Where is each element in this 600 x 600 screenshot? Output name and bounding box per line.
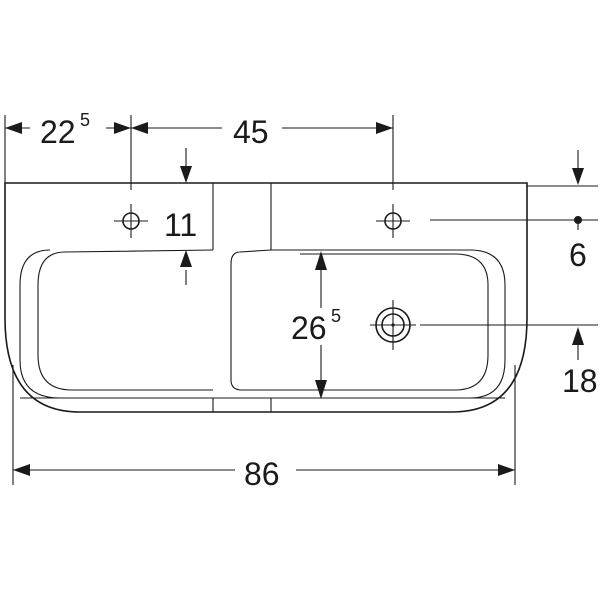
basin-inner-rim <box>19 249 506 399</box>
dim-hole-offset-value: 6 <box>569 237 587 273</box>
bowl-right <box>230 249 489 391</box>
bowl-left <box>37 249 214 391</box>
dim-bowl-depth-value: 26 <box>291 310 327 346</box>
dimension-bowl-depth: 26 5 <box>291 251 341 399</box>
dim-left-offset-value: 22 <box>40 114 76 150</box>
tap-hole-right <box>376 204 410 238</box>
dim-depth-to-holes-value: 11 <box>164 207 197 243</box>
tap-hole-left <box>114 204 148 238</box>
dimension-left-offset: 22 5 <box>5 110 131 150</box>
dim-waste-height-value: 18 <box>562 363 598 399</box>
dim-tap-spacing-value: 45 <box>233 114 269 150</box>
dimension-hole-offset: 6 <box>569 150 587 273</box>
waste-hole <box>370 300 416 350</box>
basin-outline <box>4 182 528 413</box>
dimension-waste-height: 18 <box>562 327 598 399</box>
dimension-overall-width: 86 <box>13 456 515 492</box>
dimension-depth-to-holes: 11 <box>164 148 197 285</box>
dim-left-offset-sup: 5 <box>80 110 90 130</box>
dim-overall-width-value: 86 <box>244 456 280 492</box>
dimension-tap-spacing: 45 <box>131 114 393 150</box>
dim-bowl-depth-sup: 5 <box>331 306 341 326</box>
